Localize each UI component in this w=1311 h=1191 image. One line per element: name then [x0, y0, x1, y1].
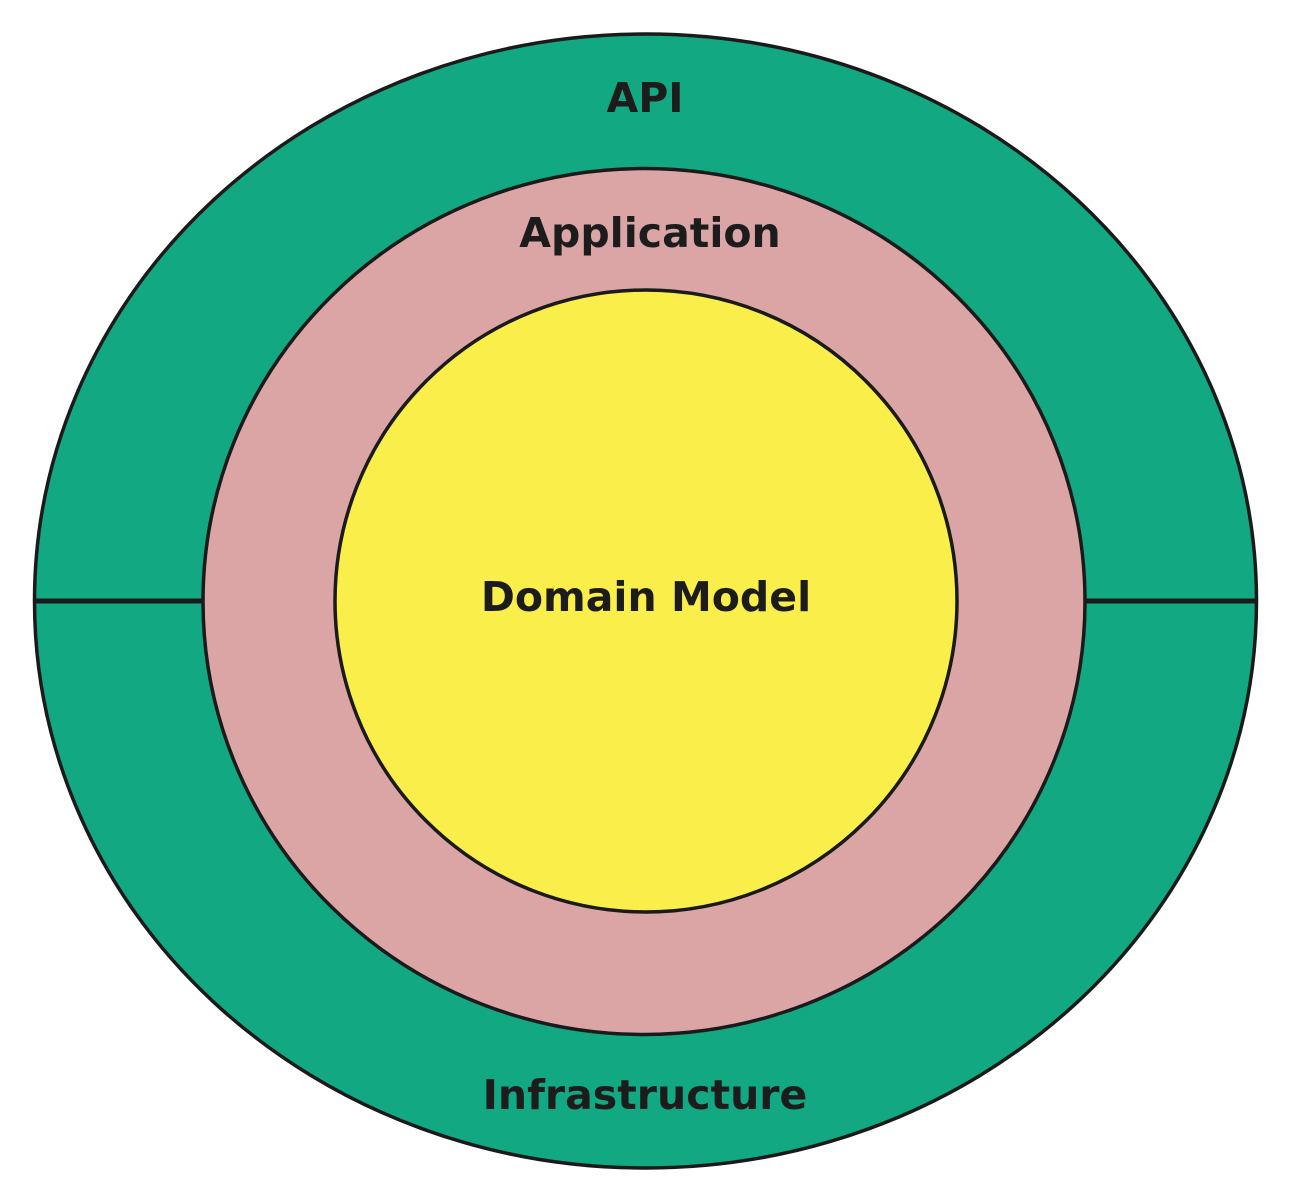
layer-domain-model-shape[interactable] — [333, 288, 959, 914]
label-infrastructure: Infrastructure — [483, 1071, 808, 1119]
label-api: API — [606, 74, 683, 122]
label-application: Application — [519, 209, 781, 257]
label-domain-model: Domain Model — [481, 573, 811, 621]
